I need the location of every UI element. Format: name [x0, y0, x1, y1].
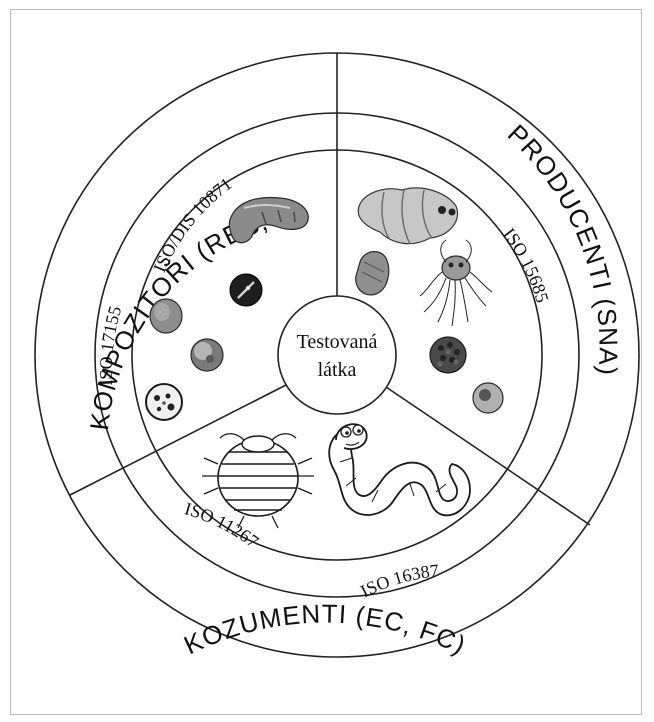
- fungus-worm-plush-image: [229, 198, 308, 243]
- iso-15685-text: ISO 15685: [499, 224, 553, 305]
- flagellate-algae-image: [420, 240, 492, 326]
- segmented-plush-organism-image: [358, 188, 457, 244]
- consumers-title-text: KOZUMENTI (EC, FC): [179, 599, 471, 661]
- center-label-line2: látka: [318, 359, 357, 381]
- iso-15685-label: ISO 15685: [499, 224, 553, 305]
- dark-disc-organism-image: [230, 274, 262, 306]
- grey-pill-organism-image: [356, 252, 389, 295]
- center-circle: [278, 296, 396, 414]
- center-label-line1: Testovaná: [297, 331, 378, 353]
- iso-16387-label: ISO 16387: [357, 560, 440, 601]
- dotted-sphere-algae-image: [430, 337, 466, 373]
- bacteria-colony-image: [146, 384, 182, 420]
- iso-16387-text: ISO 16387: [357, 560, 440, 601]
- grey-cell-organism-image: [150, 299, 182, 333]
- consumers-title: KOZUMENTI (EC, FC): [179, 599, 471, 661]
- earthworm-cartoon-image: [329, 424, 470, 515]
- small-cell-algae-image: [473, 383, 503, 413]
- round-cell-organism-image: [191, 339, 223, 371]
